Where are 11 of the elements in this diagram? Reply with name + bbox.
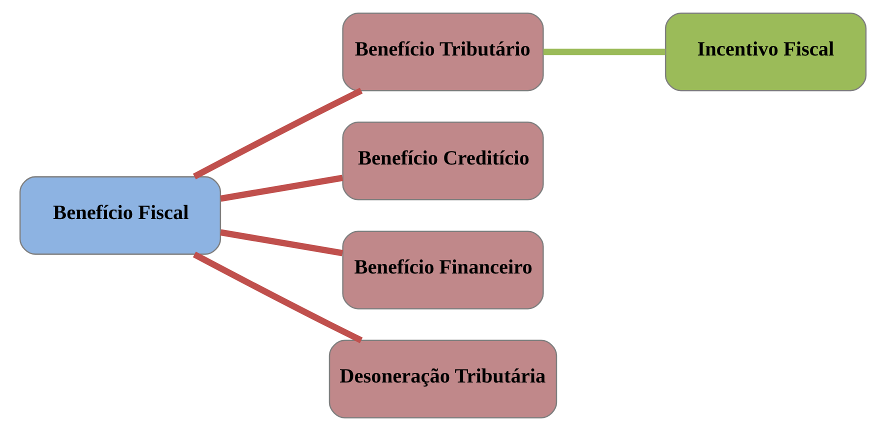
node-box: Incentivo Fiscal (664, 12, 866, 92)
connector (192, 88, 362, 180)
node-box: Benefício Financeiro (342, 230, 544, 310)
connector (220, 229, 343, 256)
connector (542, 48, 665, 56)
node-box: Desoneração Tributária (328, 340, 557, 418)
node-box: Benefício Creditício (342, 122, 544, 200)
node-box: Benefício Tributário (342, 12, 544, 92)
connector (220, 174, 343, 202)
connector (192, 252, 362, 344)
node-box: Benefício Fiscal (18, 176, 221, 255)
